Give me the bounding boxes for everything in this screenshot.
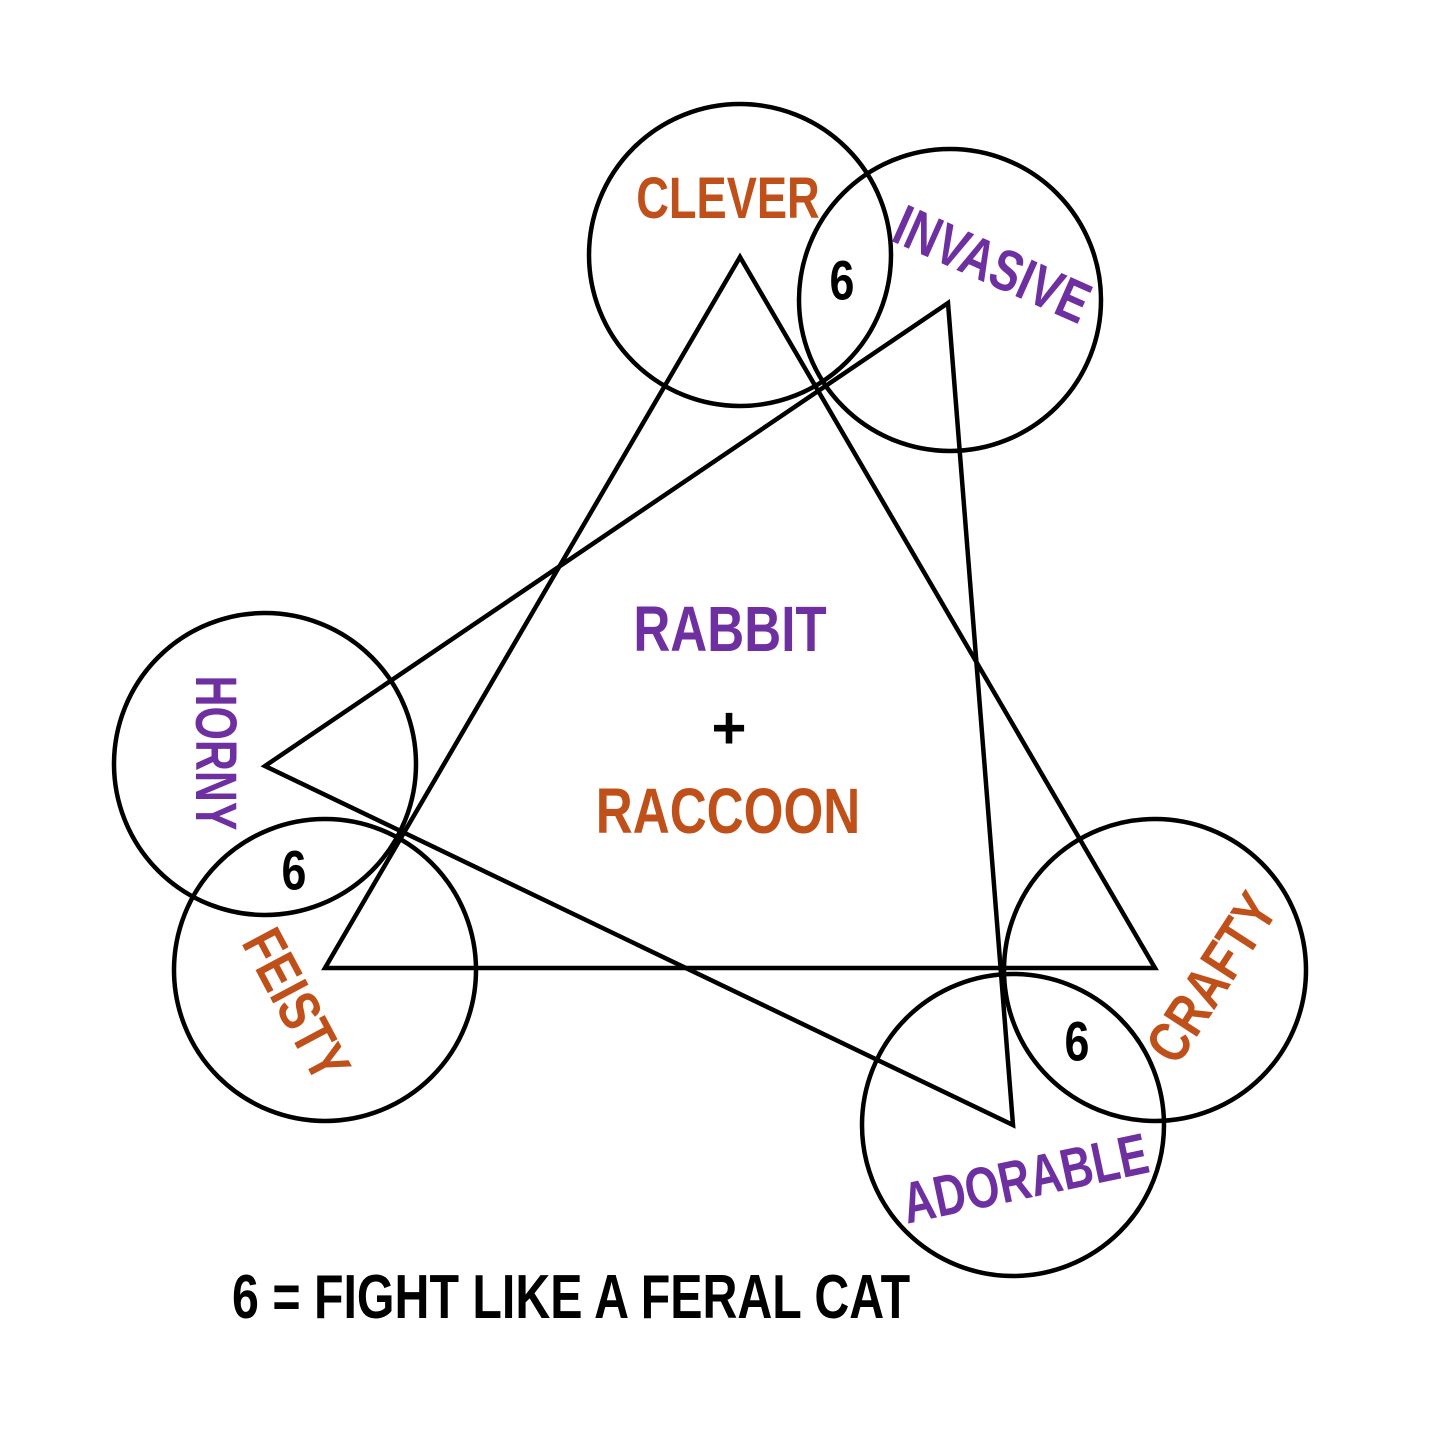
center-raccoon-label: RACCOON xyxy=(596,777,860,848)
center-rabbit-label: RABBIT xyxy=(633,595,826,666)
crafty-label: CRAFTY xyxy=(1133,881,1290,1074)
feisty-circle xyxy=(171,816,479,1124)
center-plus-sign: + xyxy=(711,695,746,762)
rabbit-triangle xyxy=(321,252,1159,971)
overlap-count-top: 6 xyxy=(830,249,855,312)
horny-circle xyxy=(111,610,419,918)
feisty-label: FEISTY xyxy=(229,918,363,1092)
clever-circle xyxy=(586,101,894,409)
invasive-label: INVASIVE xyxy=(884,193,1100,337)
raccoon-triangle xyxy=(260,298,1016,1129)
adorable-label: ADORABLE xyxy=(896,1120,1154,1236)
legend-text: 6 = FIGHT LIKE A FERAL CAT xyxy=(232,1262,910,1331)
adorable-circle xyxy=(859,971,1167,1279)
overlap-count-left: 6 xyxy=(282,839,307,902)
clever-label: CLEVER xyxy=(636,167,819,232)
crafty-circle xyxy=(1001,816,1309,1124)
invasive-circle xyxy=(796,146,1104,454)
overlap-count-right: 6 xyxy=(1065,1010,1090,1073)
horny-label: HORNY xyxy=(184,676,249,831)
